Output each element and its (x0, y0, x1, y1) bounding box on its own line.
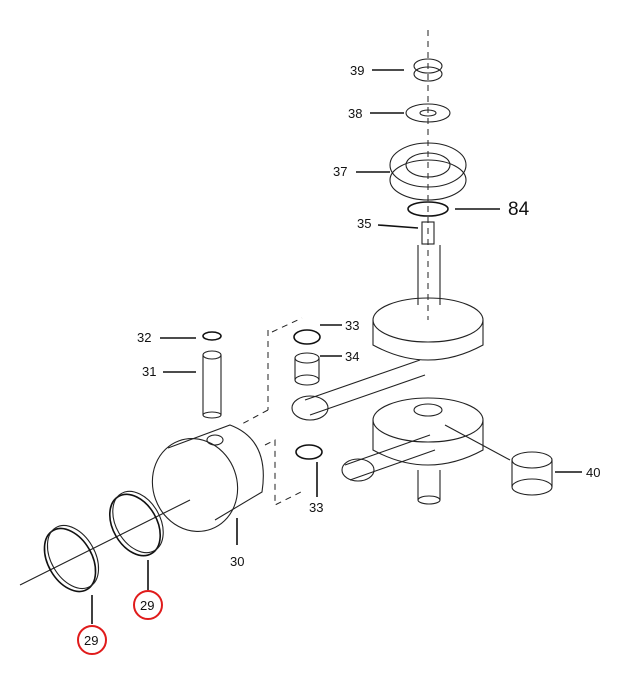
label-31: 31 (142, 364, 156, 379)
crankshaft (291, 245, 511, 505)
label-29-inner: 29 (140, 598, 154, 613)
highlight-circle (133, 590, 163, 620)
label-33-top: 33 (345, 318, 359, 333)
part-29-ring-outer: 29 (43, 525, 107, 655)
assembly-guide (239, 317, 306, 506)
part-29-ring-inner: 29 (108, 490, 164, 620)
label-84: 84 (508, 199, 530, 220)
part-33-washer-bottom: 33 (295, 444, 323, 515)
label-38: 38 (348, 106, 362, 121)
label-32: 32 (137, 330, 151, 345)
part-84-ring: 84 (407, 199, 530, 220)
part-35-key: 35 (357, 216, 435, 245)
piston-axis (19, 499, 191, 586)
part-31-piston-pin: 31 (142, 350, 222, 419)
part-32-clip: 32 (137, 330, 222, 345)
label-37: 37 (333, 164, 347, 179)
label-35: 35 (357, 216, 371, 231)
part-39-nut: 39 (350, 58, 443, 82)
label-34: 34 (345, 349, 359, 364)
part-40-bearing: 40 (511, 451, 600, 496)
label-39: 39 (350, 63, 364, 78)
highlight-circle (77, 625, 107, 655)
part-34-needle-bearing: 34 (294, 349, 359, 386)
part-37-bearing: 37 (333, 142, 467, 201)
label-40: 40 (586, 465, 600, 480)
part-33-washer-top: 33 (293, 318, 359, 345)
label-33-bottom: 33 (309, 500, 323, 515)
label-29-outer: 29 (84, 633, 98, 648)
part-30-piston: 30 (151, 424, 264, 569)
part-38-washer: 38 (348, 103, 451, 123)
label-30: 30 (230, 554, 244, 569)
